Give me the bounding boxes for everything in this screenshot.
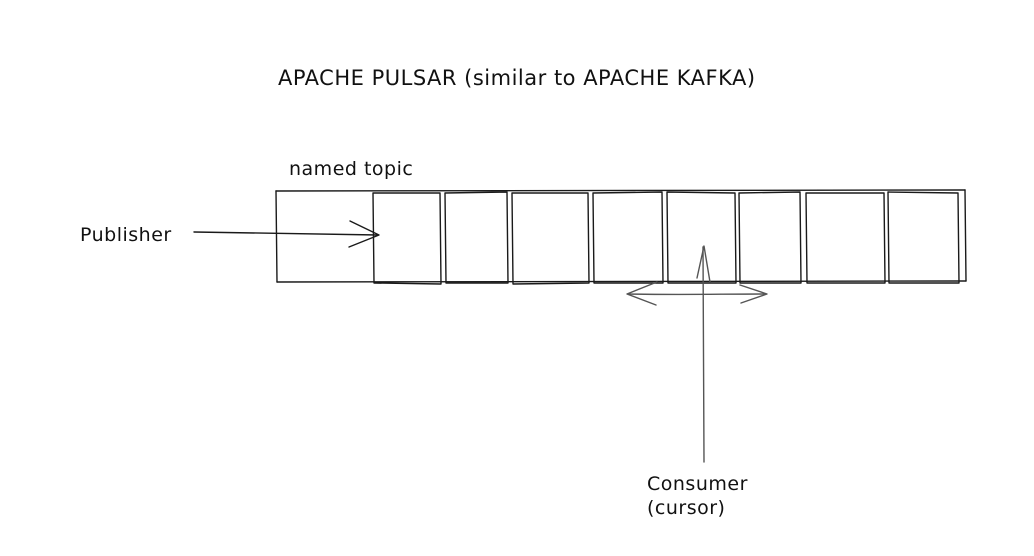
publisher-label: Publisher <box>80 224 172 246</box>
consumer-label: Consumer (cursor) <box>647 473 748 519</box>
cursor-movement-arrow <box>626 281 768 306</box>
message-segment <box>444 191 509 284</box>
message-segment <box>592 191 664 284</box>
message-segment <box>805 192 886 284</box>
message-segment <box>372 192 442 285</box>
message-segment <box>738 191 802 284</box>
consumer-cursor-arrow <box>696 245 711 463</box>
message-segment <box>887 191 960 284</box>
publisher-arrow <box>193 220 380 248</box>
message-segment <box>511 192 590 285</box>
named-topic-label: named topic <box>289 158 414 180</box>
diagram-title: APACHE PULSAR (similar to APACHE KAFKA) <box>278 66 756 90</box>
topic-container <box>275 189 967 283</box>
message-segment <box>666 191 737 284</box>
